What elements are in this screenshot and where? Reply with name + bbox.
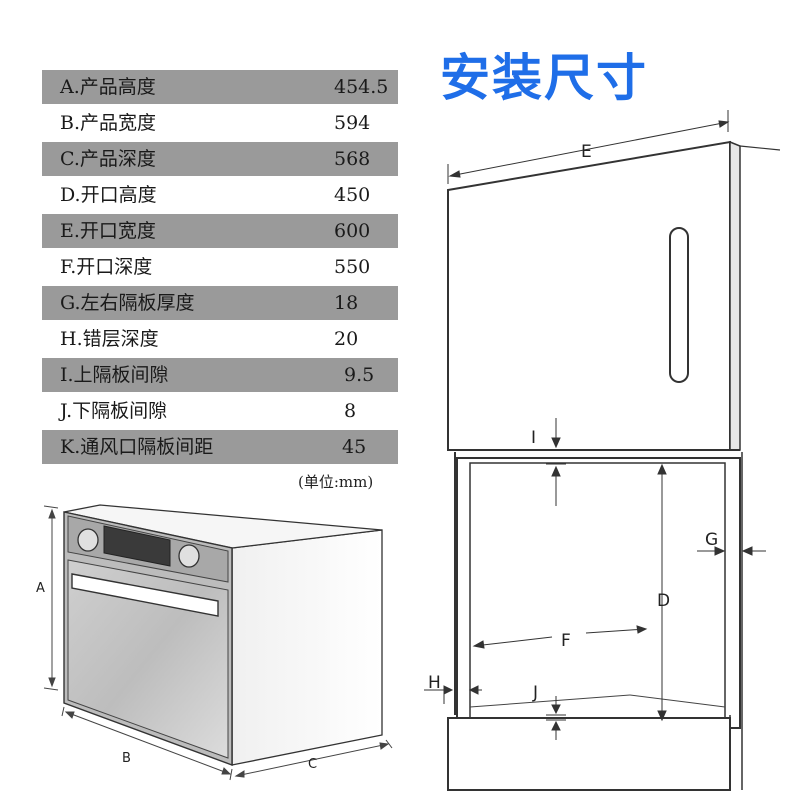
door-handle (71, 573, 219, 617)
dim-label-a: A (36, 581, 45, 596)
oven-door (67, 559, 229, 759)
spec-table: A.产品高度 454.5 B.产品宽度 594 C.产品深度 568 D.开口高度 45… (42, 70, 398, 466)
spec-value: 594 (334, 112, 371, 134)
knob-right-icon (178, 544, 200, 568)
spec-value: 8 (344, 400, 357, 422)
oven-front (63, 511, 233, 767)
spec-value: 20 (334, 328, 359, 350)
control-panel (67, 515, 229, 583)
spec-label: C.产品深度 (60, 148, 156, 170)
spec-value: 568 (334, 148, 371, 170)
spec-label: H.错层深度 (60, 328, 159, 350)
dim-g (697, 546, 766, 556)
spec-row-a: A.产品高度 454.5 (42, 70, 398, 104)
spec-value: 18 (334, 292, 359, 314)
dim-label-f: F (561, 631, 571, 651)
upper-cabinet (447, 140, 731, 451)
spec-label: I.上隔板间隙 (60, 364, 169, 386)
display-window (103, 525, 171, 567)
spec-label: D.开口高度 (60, 184, 157, 206)
dim-i (546, 418, 566, 506)
dim-b (61, 706, 233, 781)
oven-top (63, 504, 383, 549)
dim-label-b: B (122, 751, 131, 766)
spec-value: 600 (334, 220, 371, 242)
spec-label: F.开口深度 (60, 256, 153, 278)
spec-value: 550 (334, 256, 371, 278)
spec-row-h: H.错层深度 20 (42, 322, 398, 356)
page-title: 安装尺寸 (440, 49, 648, 107)
dim-c (234, 739, 393, 778)
spec-value: 9.5 (344, 364, 375, 386)
dim-j (546, 696, 566, 740)
spec-row-j: J.下隔板间隙 8 (42, 394, 398, 428)
dim-label-h: H (428, 673, 441, 693)
spec-row-f: F.开口深度 550 (42, 250, 398, 284)
dim-f (472, 625, 648, 649)
upper-cabinet-side (729, 140, 741, 451)
spec-row-i: I.上隔板间隙 9.5 (42, 358, 398, 392)
spec-label: B.产品宽度 (60, 112, 157, 134)
cabinet-niche-frame (456, 457, 741, 729)
spec-label: A.产品高度 (60, 76, 156, 98)
spec-row-d: D.开口高度 450 (42, 178, 398, 212)
dim-d (657, 463, 667, 722)
spec-row-b: B.产品宽度 594 (42, 106, 398, 140)
dim-label-d: D (657, 591, 670, 611)
spec-value: 45 (342, 436, 367, 458)
lower-cabinet (447, 717, 731, 791)
cabinet-niche-inner (469, 462, 726, 724)
spec-value: 450 (334, 184, 371, 206)
spec-label: E.开口宽度 (60, 220, 156, 242)
spec-label: K.通风口隔板间距 (60, 436, 214, 458)
spec-value: 454.5 (334, 76, 389, 98)
spec-label: G.左右隔板厚度 (60, 292, 195, 314)
spec-row-k: K.通风口隔板间距 45 (42, 430, 398, 464)
oven-body (231, 529, 383, 766)
cabinet-handle (669, 227, 689, 383)
unit-note: (单位:mm) (298, 473, 374, 491)
spec-row-e: E.开口宽度 600 (42, 214, 398, 248)
dim-e (447, 110, 730, 184)
dim-label-e: E (581, 142, 592, 162)
dim-a (43, 505, 59, 691)
knob-left-icon (77, 528, 99, 552)
dim-h (424, 685, 482, 704)
spec-row-g: G.左右隔板厚度 18 (42, 286, 398, 320)
dim-label-g: G (705, 530, 718, 550)
dim-label-c: C (308, 757, 317, 772)
dim-label-j: J (532, 683, 538, 703)
spec-row-c: C.产品深度 568 (42, 142, 398, 176)
dim-label-i: I (531, 428, 536, 448)
spec-label: J.下隔板间隙 (60, 400, 168, 422)
